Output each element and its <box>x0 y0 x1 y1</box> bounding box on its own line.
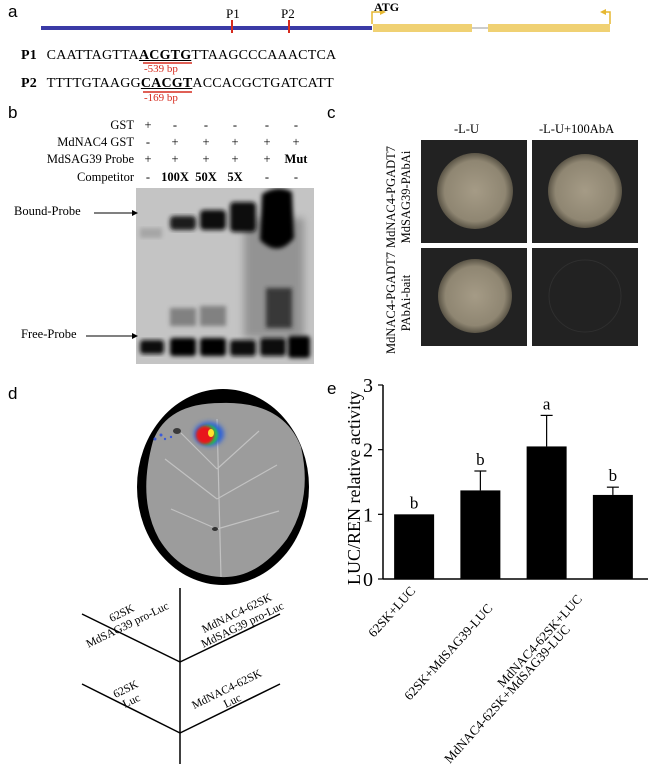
emsa-mark: - <box>145 170 151 184</box>
emsa-mark: + <box>171 152 179 166</box>
emsa-mark: 100X <box>161 170 189 184</box>
emsa-mark: - <box>264 118 270 132</box>
y-tick-label: 3 <box>363 375 373 397</box>
y-tick-label: 2 <box>363 440 373 462</box>
emsa-mark: + <box>202 152 210 166</box>
emsa-gel-image <box>136 188 314 364</box>
significance-letter: b <box>410 493 419 512</box>
bar <box>526 446 567 579</box>
y1h-col-header-2: -L-U+100AbA <box>539 122 615 136</box>
p1-marker: P1 <box>226 6 240 21</box>
y1h-row2-line1: MdNAC4-PGADT7 <box>384 251 398 355</box>
p2-marker: P2 <box>281 6 295 21</box>
atg-label: ATG <box>374 0 400 14</box>
leaf-schematic <box>81 588 281 764</box>
seq-p1-position: -539 bp <box>144 63 178 75</box>
exon-2 <box>488 24 610 32</box>
significance-letter: a <box>543 394 551 413</box>
emsa-mark: - <box>145 135 151 149</box>
bar <box>592 494 633 579</box>
bar <box>460 490 501 579</box>
y1h-row1-line1: MdNAC4-PGADT7 <box>384 145 398 249</box>
emsa-mark: - <box>264 170 270 184</box>
emsa-mark: + <box>231 135 239 149</box>
y1h-plate-4 <box>532 248 638 346</box>
emsa-row-label-protein: MdNAC4 GST <box>57 135 134 149</box>
emsa-mark: + <box>144 152 152 166</box>
emsa-mark: - <box>203 118 209 132</box>
seq-p2-post: ACCACGCTGATCATT <box>192 76 334 91</box>
emsa-row-label-competitor: Competitor <box>77 170 134 184</box>
panel-a-letter: a <box>8 2 18 21</box>
y1h-col-header-1: -L-U <box>454 122 479 136</box>
seq-p2-motif: CACGT <box>140 76 193 91</box>
seq-p1-pre: CAATTAGTTA <box>46 48 139 63</box>
promoter-diagram <box>41 9 611 33</box>
emsa-mark: - <box>172 118 178 132</box>
emsa-mark: - <box>293 170 299 184</box>
panel-c-letter: c <box>327 103 336 122</box>
seq-p1-post: TTAAGCCCAAACTCA <box>191 48 337 63</box>
emsa-mark: + <box>202 135 210 149</box>
emsa-row-label-gst: GST <box>110 118 134 132</box>
y1h-row2-line2: PAbAi-bait <box>399 274 413 332</box>
y-tick-label: 1 <box>363 504 373 526</box>
leaf-luciferase-image <box>146 402 305 578</box>
emsa-mark: + <box>292 135 300 149</box>
emsa-mark: + <box>263 152 271 166</box>
emsa-mark: + <box>231 152 239 166</box>
emsa-mark: + <box>263 135 271 149</box>
panel-d-letter: d <box>8 384 18 403</box>
y1h-row1-line2: MdSAG39-PAbAi <box>399 150 413 244</box>
seq-p2-pre: TTTTGTAAGG <box>46 76 141 91</box>
bar <box>394 514 435 579</box>
bar-chart: LUC/REN relative activity 0 1 2 3 b b a b <box>344 375 648 591</box>
emsa-mark: Mut <box>284 152 308 166</box>
seq-p1-label: P1 <box>21 48 37 63</box>
yeast-colonies <box>437 153 622 333</box>
seq-p2: P2 TTTTGTAAGGCACGTACCACGCTGATCATT <box>21 76 334 92</box>
exon-1 <box>373 24 472 32</box>
emsa-mark: - <box>293 118 299 132</box>
panel-e-letter: e <box>327 379 337 398</box>
y-axis-label: LUC/REN relative activity <box>344 391 364 585</box>
seq-p1: P1 CAATTAGTTAACGTGTTAAGCCCAAACTCA <box>21 48 336 64</box>
emsa-mark: + <box>171 135 179 149</box>
bound-probe-label: Bound-Probe <box>14 204 81 218</box>
emsa-row-label-probe: MdSAG39 Probe <box>46 152 134 166</box>
seq-p2-position: -169 bp <box>144 92 178 104</box>
y-tick-label: 0 <box>363 569 373 591</box>
seq-p1-motif: ACGTG <box>138 48 192 63</box>
seq-p2-label: P2 <box>21 76 37 91</box>
significance-letter: b <box>609 466 618 485</box>
panel-b-letter: b <box>8 103 18 122</box>
free-probe-label: Free-Probe <box>21 327 77 341</box>
emsa-mark: 5X <box>227 170 243 184</box>
emsa-mark: + <box>144 118 152 132</box>
significance-letter: b <box>476 450 485 469</box>
tss-arrow-icon <box>371 11 382 24</box>
emsa-mark: 50X <box>195 170 217 184</box>
emsa-mark: - <box>232 118 238 132</box>
